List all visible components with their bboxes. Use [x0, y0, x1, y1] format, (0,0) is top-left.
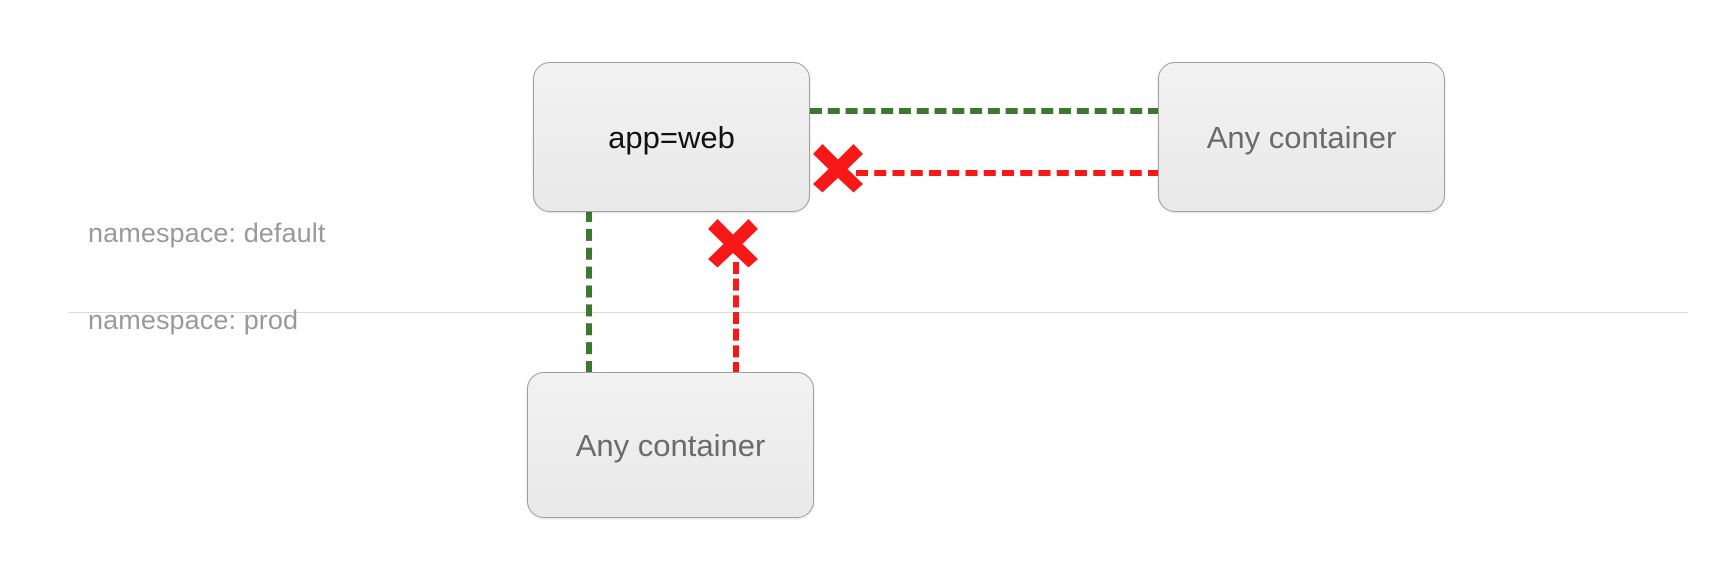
node-box-any-container-right[interactable]: Any container	[1158, 62, 1445, 212]
namespace-label-default: namespace: default	[88, 218, 326, 248]
connector-allow-app-web-to-any-container-bottom	[586, 210, 592, 373]
node-box-any-container-bottom[interactable]: Any container	[527, 372, 814, 518]
connector-deny-app-web-to-any-container-bottom	[733, 262, 739, 374]
node-label-any-container-right: Any container	[1206, 119, 1397, 155]
x-cross-icon	[707, 218, 759, 268]
connector-deny-app-web-to-any-container-right	[856, 170, 1160, 176]
namespace-divider	[68, 312, 1688, 313]
connector-allow-app-web-to-any-container-right	[810, 108, 1160, 114]
namespace-label-prod: namespace: prod	[88, 305, 299, 335]
node-box-app-web[interactable]: app=web	[533, 62, 810, 212]
node-label-app-web: app=web	[608, 119, 735, 155]
x-cross-icon	[812, 143, 864, 193]
node-label-any-container-bottom: Any container	[575, 427, 766, 463]
